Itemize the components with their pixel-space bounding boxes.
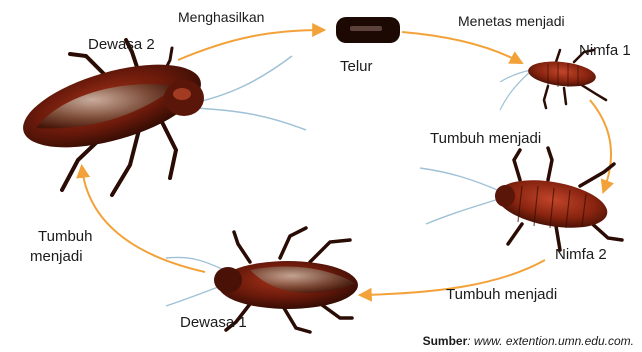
label-hatches-into: Menetas menjadi	[458, 12, 565, 30]
source-label: Sumber	[423, 334, 468, 348]
arrow-produces	[178, 30, 322, 60]
label-nymph-2: Nimfa 2	[555, 246, 607, 264]
egg-case-illustration	[336, 17, 400, 43]
label-nymph-1: Nimfa 1	[579, 42, 631, 60]
source-credit: Sumber: www. extention.umn.edu.com.	[423, 334, 634, 348]
label-adult-1: Dewasa 1	[180, 314, 247, 332]
label-grows-into-2: Tumbuh menjadi	[446, 286, 557, 304]
source-text: : www. extention.umn.edu.com.	[467, 334, 634, 348]
label-adult-2: Dewasa 2	[88, 36, 155, 54]
label-grows-into-1: Tumbuh menjadi	[430, 130, 541, 148]
label-egg: Telur	[340, 58, 373, 76]
label-grows-into-3-line1: Tumbuh	[38, 228, 92, 246]
adult-2-cockroach-illustration	[14, 40, 306, 195]
arrow-hatches	[402, 32, 520, 62]
nymph-2-cockroach-illustration	[420, 148, 622, 250]
label-produces: Menghasilkan	[178, 8, 264, 26]
label-grows-into-3-line2: menjadi	[30, 248, 83, 266]
arrow-grows-3	[82, 168, 205, 272]
